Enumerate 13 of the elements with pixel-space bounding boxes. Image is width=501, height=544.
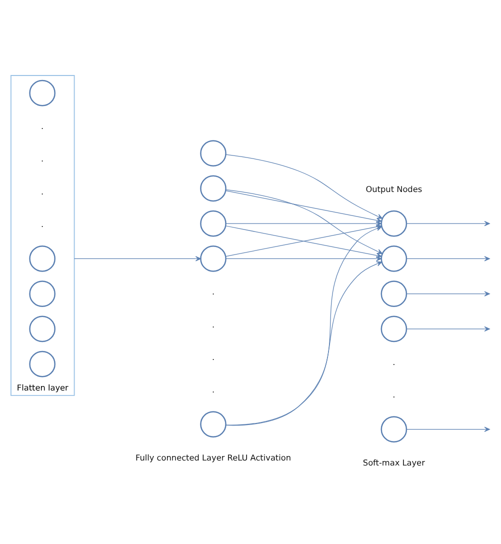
label: .: [212, 286, 215, 296]
label: .: [212, 318, 215, 329]
label: Fully connected Layer ReLU Activation: [135, 452, 292, 462]
label: .: [212, 384, 215, 394]
label: .: [212, 351, 215, 362]
label: .: [392, 389, 396, 400]
label: .: [41, 218, 44, 228]
label: .: [41, 186, 44, 196]
label: .: [392, 356, 396, 366]
label: Output Nodes: [366, 183, 422, 194]
label: .: [41, 120, 44, 131]
label: Soft-max Layer: [362, 456, 425, 467]
label: .: [41, 153, 44, 164]
